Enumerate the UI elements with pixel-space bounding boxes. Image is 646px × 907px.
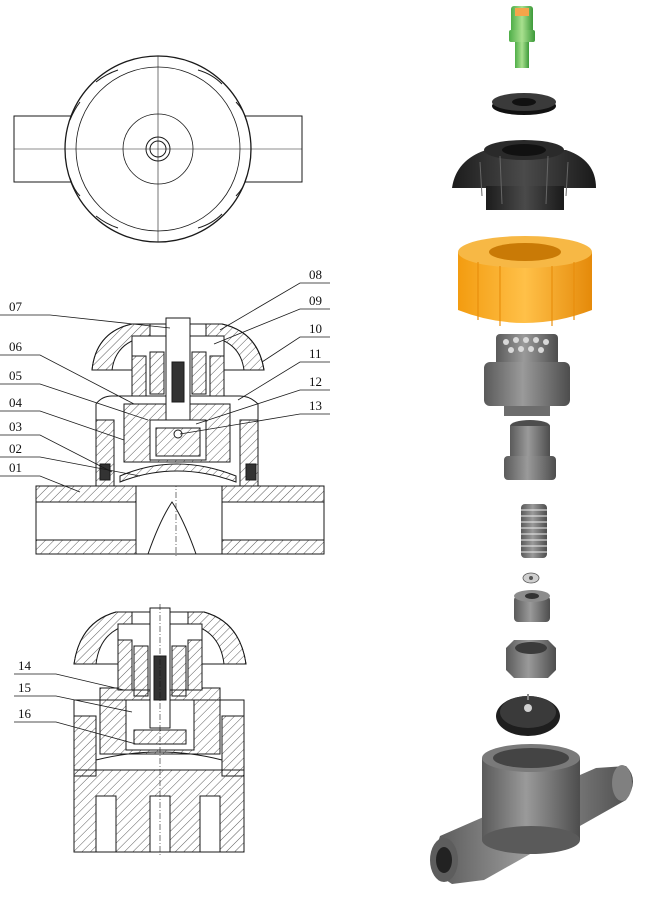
lower-leader-lines	[14, 673, 137, 745]
callout-12: 12	[309, 374, 322, 389]
part-collar	[514, 590, 550, 622]
callout-06: 06	[9, 339, 23, 354]
section-leader-lines	[0, 282, 330, 493]
callout-02: 02	[9, 441, 22, 456]
callout-labels: 08 09 10 07 06 11 05 12 04 13 03 02 01 1…	[9, 267, 322, 721]
part-valve-body	[430, 744, 633, 884]
callout-03: 03	[9, 419, 22, 434]
callout-07: 07	[9, 299, 23, 314]
callout-10: 10	[309, 321, 322, 336]
callout-01: 01	[9, 460, 22, 475]
part-spindle	[509, 6, 535, 68]
callout-13: 13	[309, 398, 322, 413]
part-bonnet-cap	[458, 236, 592, 326]
part-diaphragm	[496, 694, 560, 736]
callout-15: 15	[18, 680, 31, 695]
section-view-drawing	[35, 317, 325, 556]
callout-11: 11	[309, 346, 322, 361]
part-small-nut	[522, 572, 540, 584]
lower-section-drawing	[73, 604, 247, 856]
callout-05: 05	[9, 368, 22, 383]
part-hex-nut	[506, 640, 556, 678]
callout-09: 09	[309, 293, 322, 308]
callout-08: 08	[309, 267, 322, 282]
top-view-drawing	[13, 55, 303, 243]
callout-14: 14	[18, 658, 32, 673]
part-compressor	[484, 334, 570, 416]
part-handwheel	[452, 140, 596, 210]
part-indicator-disc	[492, 93, 556, 115]
part-threaded-stem	[521, 504, 547, 558]
callout-04: 04	[9, 395, 23, 410]
exploded-view	[430, 6, 633, 884]
part-sleeve	[504, 420, 556, 480]
callout-16: 16	[18, 706, 32, 721]
